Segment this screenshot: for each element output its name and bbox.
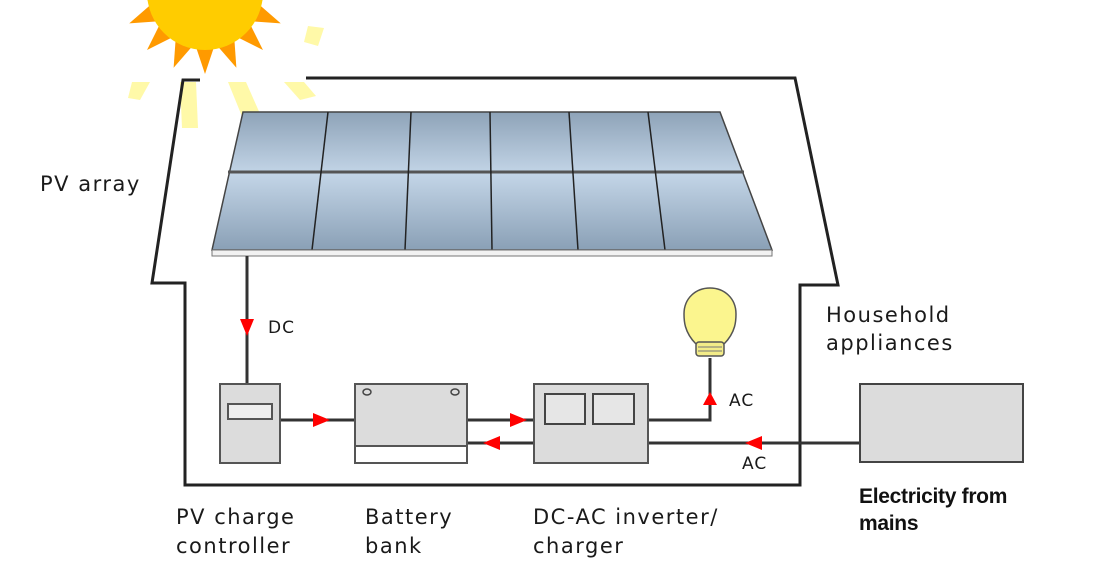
light-bulb-icon [683, 287, 737, 357]
label-pv-array: PV array [40, 172, 141, 196]
label-charge-controller-line2: controller [176, 534, 291, 558]
label-battery-line1: Battery [365, 505, 453, 529]
panel-divider [647, 111, 666, 251]
label-battery-line2: bank [365, 534, 423, 558]
house-outline [150, 76, 840, 487]
label-ac-appliance: AC [729, 391, 754, 411]
flow-arrows [240, 319, 762, 450]
arrow-mains-in [745, 436, 762, 450]
sun-ray [237, 24, 263, 50]
label-ac-mains: AC [742, 454, 767, 474]
arrow-ac-up [703, 392, 717, 405]
label-inverter-line1: DC-AC inverter/ [533, 505, 719, 529]
sun-ray [196, 47, 214, 74]
sun-ray [147, 24, 173, 50]
label-dc: DC [268, 318, 295, 338]
label-mains-line1: Electricity from [859, 485, 1007, 508]
label-mains-line2: mains [859, 512, 918, 535]
sun-ray [146, 0, 150, 1]
arrow-controller-to-battery [313, 413, 330, 427]
label-household-line2: appliances [826, 331, 954, 355]
label-charge-controller-line1: PV charge [176, 505, 295, 529]
inverter-charger [533, 383, 649, 464]
arrow-inverter-to-battery [483, 436, 500, 450]
label-inverter-line2: charger [533, 534, 624, 558]
battery-bank [354, 383, 468, 464]
arrow-dc-down [240, 319, 254, 336]
panel-divider [311, 111, 329, 251]
arrow-battery-to-inverter [510, 413, 527, 427]
mains-supply [859, 383, 1024, 463]
label-household-line1: Household [826, 303, 951, 327]
charge-controller [219, 383, 281, 464]
panel-divider [404, 111, 412, 251]
panel-divider [568, 111, 579, 251]
sun-icon [129, 0, 281, 74]
pv-array [211, 111, 774, 257]
panel-divider [489, 111, 493, 251]
sun-ray [260, 0, 264, 1]
